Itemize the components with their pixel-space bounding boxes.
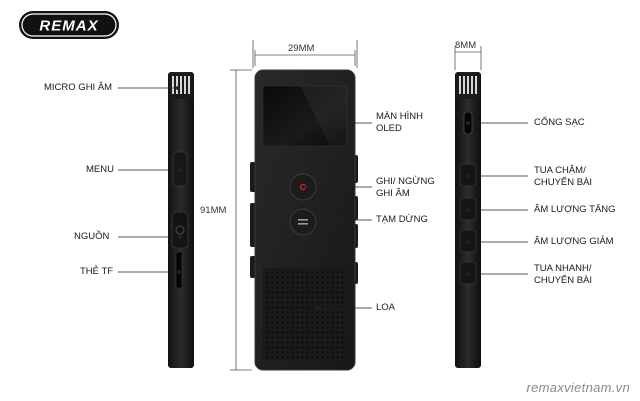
label-rewind-line1: TUA CHẬM/ bbox=[534, 165, 586, 176]
label-screen: MÀN HÌNH OLED bbox=[376, 111, 423, 135]
label-forward: TUA NHANH/ CHUYỂN BÀI bbox=[534, 263, 592, 287]
label-forward-line2: CHUYỂN BÀI bbox=[534, 275, 593, 286]
label-volume-up: ÂM LƯỢNG TĂNG bbox=[534, 204, 616, 215]
watermark: remaxvietnam.vn bbox=[526, 380, 630, 395]
callout-lines bbox=[118, 86, 528, 310]
label-mic: MICRO GHI ÂM bbox=[44, 82, 113, 93]
svg-text:REMAX: REMAX bbox=[39, 18, 98, 35]
depth-dimension: 8MM bbox=[455, 40, 477, 51]
label-pause: TẠM DỪNG bbox=[376, 214, 428, 225]
label-speaker: LOA bbox=[376, 302, 396, 313]
label-screen-line1: MÀN HÌNH bbox=[376, 111, 423, 122]
label-charge-port: CỔNG SẠC bbox=[534, 117, 585, 128]
label-volume-down: ÂM LƯỢNG GIẢM bbox=[534, 236, 614, 247]
front-view bbox=[250, 69, 358, 371]
label-rewind: TUA CHẬM/ CHUYỂN BÀI bbox=[534, 165, 592, 189]
label-menu: MENU bbox=[86, 164, 114, 175]
label-rewind-line2: CHUYỂN BÀI bbox=[534, 177, 593, 188]
remax-logo: REMAX bbox=[19, 11, 119, 39]
dimension-lines bbox=[230, 40, 482, 371]
label-record-line1: GHI/ NGỪNG bbox=[376, 176, 435, 187]
label-screen-line2: OLED bbox=[376, 123, 402, 134]
label-forward-line1: TUA NHANH/ bbox=[534, 263, 592, 274]
label-tf-card: THẺ TF bbox=[80, 266, 114, 277]
label-record: GHI/ NGỪNG GHI ÂM bbox=[376, 176, 435, 200]
height-dimension: 91MM bbox=[200, 205, 227, 216]
label-record-line2: GHI ÂM bbox=[376, 188, 410, 199]
right-side-view bbox=[455, 72, 481, 368]
left-side-view bbox=[168, 72, 194, 368]
label-power: NGUỒN bbox=[74, 231, 110, 242]
width-dimension: 29MM bbox=[288, 43, 315, 54]
